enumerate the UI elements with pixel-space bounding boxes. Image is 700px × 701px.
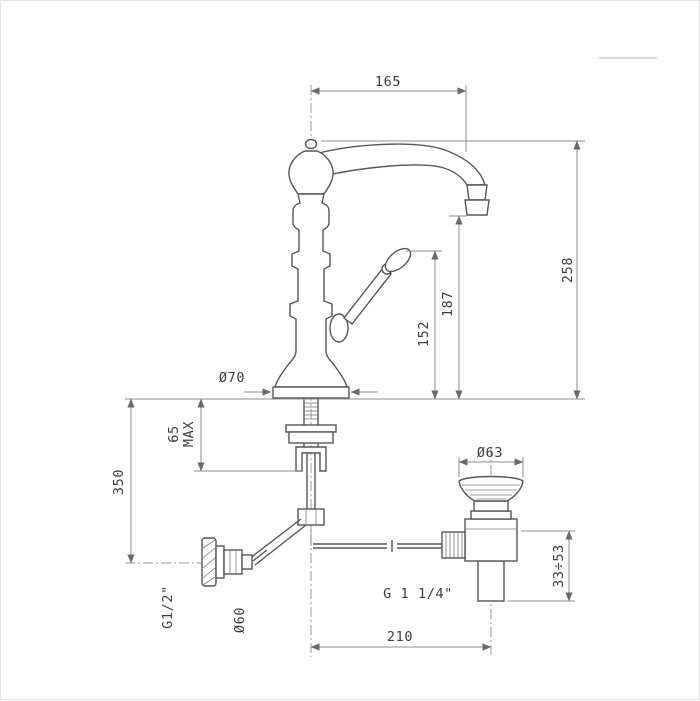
- waste-tailpipe: [477, 560, 505, 602]
- faucet-body: [272, 138, 490, 399]
- shank-thread-ticks: [304, 402, 318, 420]
- mounting-and-supply: [201, 398, 442, 587]
- waste-neck: [473, 500, 509, 512]
- dim-label-supply-thread: G1/2": [160, 585, 176, 629]
- pop-up-linkage-rod: [313, 540, 442, 552]
- dim-label-spacing: 210: [387, 629, 413, 645]
- dim-label-spout-height: 187: [440, 291, 456, 317]
- escutcheon-collar: [215, 545, 225, 579]
- spout-bell-housing: [288, 150, 334, 195]
- waste-flange-dome: [458, 475, 524, 502]
- waste-coupling-ring: [470, 510, 512, 520]
- mounting-washer: [285, 424, 337, 433]
- waste-body: [464, 518, 518, 562]
- column-body: [274, 193, 348, 388]
- handle-boss: [329, 313, 349, 343]
- dimension-labels: 165 258 187 152 Ø70 65 MAX 350 G1/2" Ø60…: [111, 74, 576, 645]
- dim-label-deck-max-suffix: MAX: [181, 421, 197, 447]
- spout-aerator: [464, 199, 490, 216]
- escutcheon-hatch: [202, 539, 216, 586]
- dim-label-reach: 165: [375, 74, 401, 90]
- supply-hex-fitting: [297, 508, 325, 526]
- dim-label-deck-max-value: 65: [166, 425, 182, 442]
- top-finial: [304, 138, 318, 150]
- wall-escutcheon: [201, 537, 217, 587]
- dim-label-supply-length: 350: [111, 469, 127, 495]
- dimension-lines: [125, 85, 585, 651]
- flange-shading: [462, 484, 520, 500]
- lever-handle: [329, 247, 412, 343]
- dim-label-waste-thread: G 1 1/4": [383, 586, 453, 602]
- dim-label-waste-diameter: Ø63: [477, 445, 503, 461]
- waste-knurled-gland: [441, 531, 466, 559]
- spout-nozzle: [466, 184, 488, 201]
- supply-pipe-stub: [241, 554, 253, 570]
- dim-label-handle-height: 152: [416, 321, 432, 347]
- dim-label-wall-diameter: Ø60: [232, 607, 248, 633]
- dim-label-waste-range: 33÷53: [551, 544, 567, 588]
- dim-label-base-diameter: Ø70: [219, 370, 245, 386]
- compression-nut: [252, 549, 268, 562]
- base-plate: [272, 386, 350, 399]
- handle-grip: [384, 247, 412, 273]
- knurl-lines: [445, 532, 463, 558]
- supply-wall-nut: [223, 549, 243, 575]
- handle-lever-arm: [343, 267, 392, 325]
- dim-label-height: 258: [560, 257, 576, 283]
- spout: [318, 143, 486, 186]
- pop-up-waste-assembly: [441, 475, 524, 602]
- mounting-nut: [288, 431, 334, 444]
